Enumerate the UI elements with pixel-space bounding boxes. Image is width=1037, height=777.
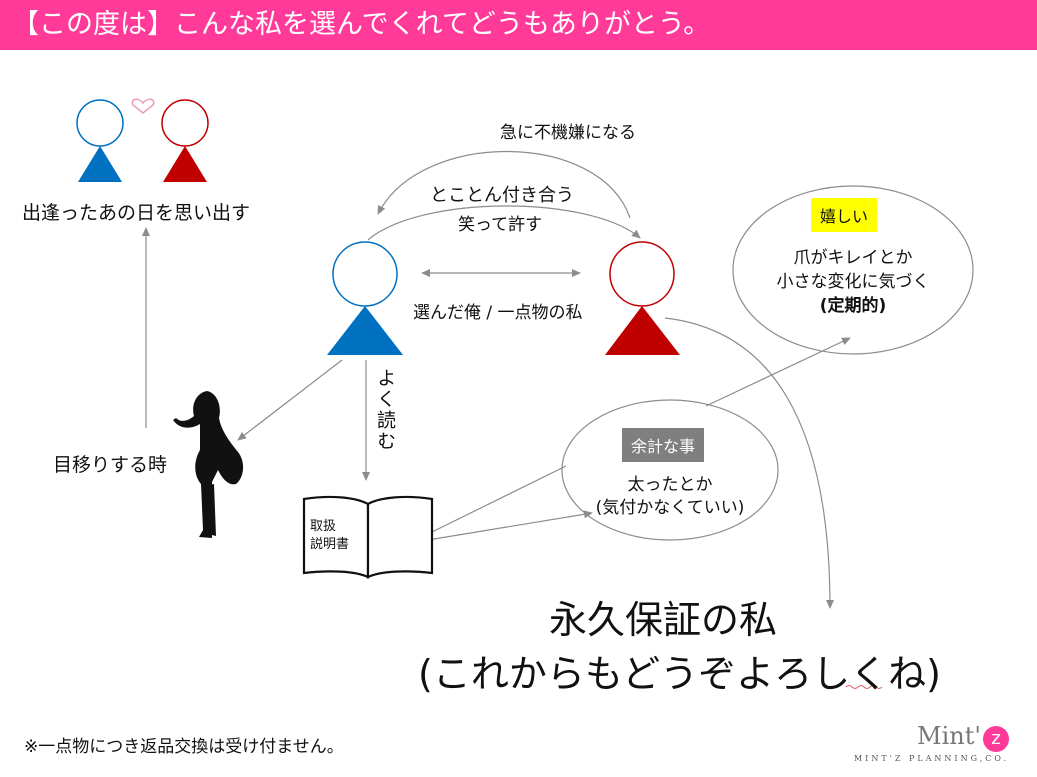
- arrow-glance: [237, 359, 343, 441]
- arrow-book-unneeded: [427, 510, 593, 541]
- forever-guarantee-subtitle: (これからもどうぞよろしくね): [418, 652, 941, 696]
- happy-line1: 爪がキレイとか: [793, 248, 913, 268]
- label-glance-away: 目移りする時: [53, 454, 168, 476]
- label-remember: 出逢ったあの日を思い出す: [22, 202, 251, 224]
- happy-line3: (定期的): [819, 296, 887, 316]
- arrow-woman-forever: [664, 317, 834, 609]
- label-chosen: 選んだ俺 / 一点物の私: [413, 303, 583, 323]
- silhouette-woman-icon: [173, 391, 244, 538]
- line-book-unneeded: [429, 465, 567, 534]
- happy-line2: 小さな変化に気づく: [776, 272, 930, 292]
- label-read-well: よく読む: [374, 368, 396, 452]
- arrows: [142, 150, 851, 609]
- arrow-go-along: [367, 205, 641, 241]
- arrow-unneeded-happy: [705, 337, 851, 407]
- footnote: ※一点物につき返品交換は受け付ません。: [24, 737, 344, 757]
- woman-figure-icon: [605, 241, 680, 355]
- book-icon: [302, 495, 434, 579]
- company-logo: Mint'z MINT'Z PLANNING,CO.: [854, 722, 1009, 763]
- man-head-icon: [76, 99, 124, 147]
- forever-guarantee-title: 永久保証の私: [548, 598, 777, 642]
- happy-ellipse: [732, 185, 974, 355]
- woman-body-icon: [163, 146, 207, 182]
- spellcheck-underline: [845, 685, 883, 689]
- couple-top-left: [76, 98, 209, 182]
- man-body-icon: [78, 146, 122, 182]
- woman-head-icon: [161, 99, 209, 147]
- badge-happy: 嬉しい: [811, 198, 878, 232]
- label-sudden-mood: 急に不機嫌になる: [500, 123, 636, 143]
- label-go-along: とことん付き合う: [430, 185, 574, 206]
- badge-unneeded: 余計な事: [622, 428, 705, 462]
- man-figure-icon: [327, 241, 403, 355]
- unneeded-line1: 太ったとか: [627, 475, 713, 495]
- logo-z-badge: z: [983, 726, 1009, 752]
- unneeded-line2: (気付かなくていい): [595, 498, 745, 518]
- label-manual: 取扱 説明書: [310, 519, 350, 552]
- label-laugh-forgive: 笑って許す: [458, 215, 543, 235]
- page-title: 【この度は】こんな私を選んでくれてどうもありがとう。: [12, 9, 711, 40]
- logo-subtitle: MINT'Z PLANNING,CO.: [853, 754, 1009, 763]
- arrow-sudden-mood: [377, 150, 631, 219]
- unneeded-ellipse: [561, 399, 779, 541]
- header-bar: 【この度は】こんな私を選んでくれてどうもありがとう。: [0, 0, 1037, 50]
- heart-icon: [131, 98, 155, 114]
- logo-main-text: Mint': [917, 722, 981, 750]
